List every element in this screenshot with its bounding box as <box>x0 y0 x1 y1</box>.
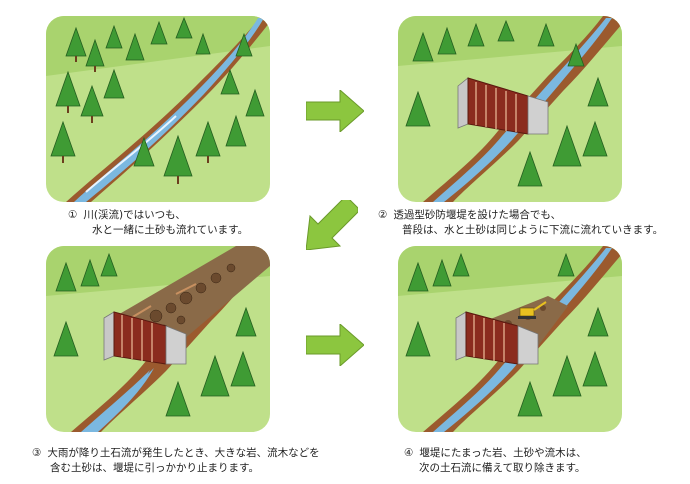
arrow-down-left-icon <box>306 200 358 250</box>
caption-line: 堰堤にたまった岩、土砂や流木は、 <box>419 447 587 459</box>
step-number: ④ <box>404 447 414 459</box>
caption-line: 大雨が降り土石流が発生したとき、大きな岩、流木などを <box>47 447 320 459</box>
caption-step-4: ④ 堰堤にたまった岩、土砂や流木は、 次の土石流に備えて取り除きます。 <box>404 446 587 476</box>
arrow-right-icon <box>306 324 364 366</box>
caption-step-1: ① 川(渓流)ではいつも、 水と一緒に土砂も流れています。 <box>68 208 248 238</box>
debris-flow-scene <box>46 246 270 432</box>
caption-line: 川(渓流)ではいつも、 <box>83 209 186 221</box>
arrow-right-icon <box>306 90 364 132</box>
caption-step-2: ② 透過型砂防堰堤を設けた場合でも、 普段は、水と土砂は同じように下流に流れていき… <box>378 208 663 238</box>
panel-3-debris-flow-illustration <box>46 246 270 432</box>
step-number: ② <box>378 209 388 221</box>
panel-2-dam-normal-illustration <box>398 16 622 202</box>
caption-line: 水と一緒に土砂も流れています。 <box>92 224 249 236</box>
caption-line: 含む土砂は、堰堤に引っかかり止まります。 <box>50 462 259 474</box>
panel-1-stream-illustration <box>46 16 270 202</box>
stream-scene <box>46 16 270 202</box>
caption-line: 透過型砂防堰堤を設けた場合でも、 <box>393 209 562 221</box>
excavator-icon <box>518 301 547 319</box>
caption-step-3: ③ 大雨が降り土石流が発生したとき、大きな岩、流木などを 含む土砂は、堰堤に引っか… <box>32 446 320 476</box>
caption-line: 次の土石流に備えて取り除きます。 <box>419 462 586 474</box>
panel-4-removal-illustration <box>398 246 622 432</box>
removal-scene <box>398 246 622 432</box>
step-number: ① <box>68 209 78 221</box>
caption-line: 普段は、水と土砂は同じように下流に流れていきます。 <box>402 224 664 236</box>
dam-normal-scene <box>398 16 622 202</box>
step-number: ③ <box>32 447 42 459</box>
